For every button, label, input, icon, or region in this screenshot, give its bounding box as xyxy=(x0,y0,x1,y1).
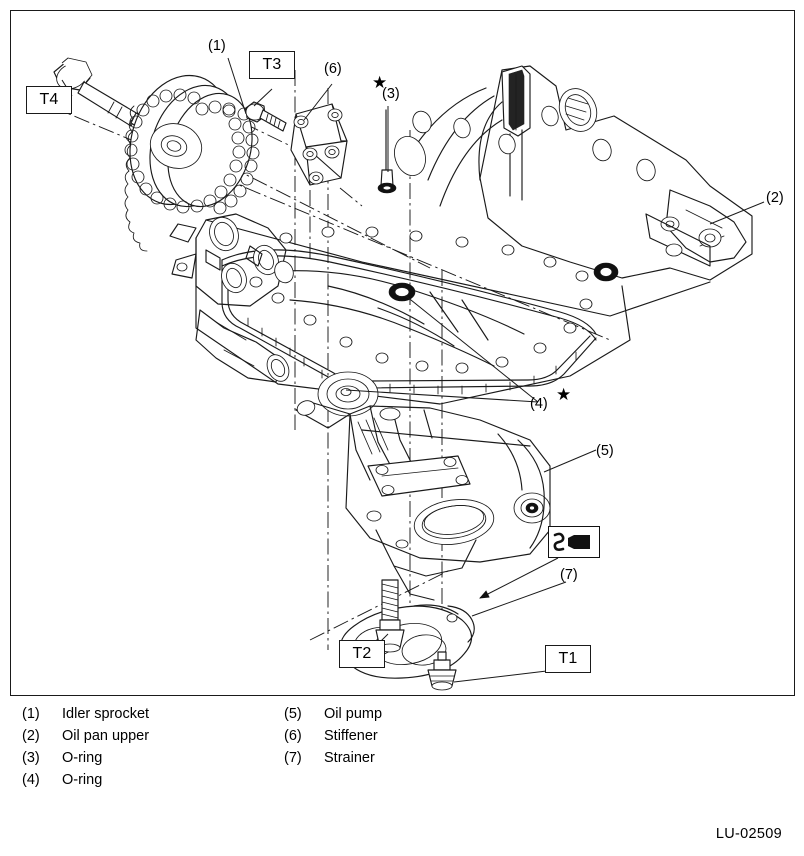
legend-label: Idler sprocket xyxy=(62,706,150,722)
sealant-tube-icon xyxy=(553,532,590,551)
torque-box-t3: T3 xyxy=(249,51,295,79)
bolt-t3 xyxy=(245,101,287,132)
legend-item: (7) Strainer xyxy=(284,750,382,772)
torque-box-t4: T4 xyxy=(26,86,72,114)
oil-pump-part xyxy=(295,400,551,601)
torque-box-t2-label: T2 xyxy=(352,645,372,662)
idler-sprocket-part xyxy=(53,57,260,252)
legend-column-2: (5) Oil pump (6) Stiffener (7) Strainer xyxy=(284,706,382,772)
legend-column-1: (1) Idler sprocket (2) Oil pan upper (3)… xyxy=(22,706,149,794)
o-ring-3-part xyxy=(377,109,397,194)
legend-label: Stiffener xyxy=(324,728,378,744)
callout-4: (4) xyxy=(530,396,548,412)
diagram-id-label: LU-02509 xyxy=(715,826,782,842)
oil-pan-upper-part xyxy=(169,65,753,417)
legend-label: O-ring xyxy=(62,750,103,766)
legend-number: (2) xyxy=(22,728,40,744)
legend-number: (4) xyxy=(22,772,40,788)
legend-number: (5) xyxy=(284,706,302,722)
sealant-symbol-box xyxy=(548,526,600,558)
technical-drawing: .ln { fill:none; stroke:#1a1a1a; stroke-… xyxy=(49,57,765,691)
torque-box-t1: T1 xyxy=(545,645,591,673)
legend-item: (4) O-ring xyxy=(22,772,149,794)
bolt-t1 xyxy=(427,651,457,691)
legend-number: (1) xyxy=(22,706,40,722)
torque-box-t4-label: T4 xyxy=(39,91,59,108)
sprocket-body xyxy=(124,74,260,252)
legend-number: (7) xyxy=(284,750,302,766)
callout-3-star-icon: ★ xyxy=(372,73,388,92)
legend-label: O-ring xyxy=(62,772,103,788)
torque-box-t1-label: T1 xyxy=(558,650,578,667)
legend-item: (1) Idler sprocket xyxy=(22,706,149,728)
callout-7: (7) xyxy=(560,567,578,583)
callout-1: (1) xyxy=(208,38,226,54)
legend-item: (3) O-ring xyxy=(22,750,149,772)
callout-5: (5) xyxy=(596,443,614,459)
legend-label: Oil pump xyxy=(324,706,383,722)
legend-label: Strainer xyxy=(324,750,375,766)
parts-legend: (1) Idler sprocket (2) Oil pan upper (3)… xyxy=(10,706,795,846)
callout-3: (3) xyxy=(382,86,400,102)
legend-label: Oil pan upper xyxy=(62,728,150,744)
legend-item: (2) Oil pan upper xyxy=(22,728,149,750)
callout-6: (6) xyxy=(324,61,342,77)
pan-rim-bosses xyxy=(249,226,593,374)
legend-number: (3) xyxy=(22,750,40,766)
legend-number: (6) xyxy=(284,728,302,744)
leader-lines xyxy=(61,57,765,683)
callout-2: (2) xyxy=(766,190,784,206)
torque-box-t3-label: T3 xyxy=(262,56,282,73)
legend-item: (5) Oil pump xyxy=(284,706,382,728)
callout-4-star-icon: ★ xyxy=(556,385,572,404)
stiffener-part xyxy=(245,101,363,260)
legend-item: (6) Stiffener xyxy=(284,728,382,750)
torque-box-t2: T2 xyxy=(339,640,385,668)
